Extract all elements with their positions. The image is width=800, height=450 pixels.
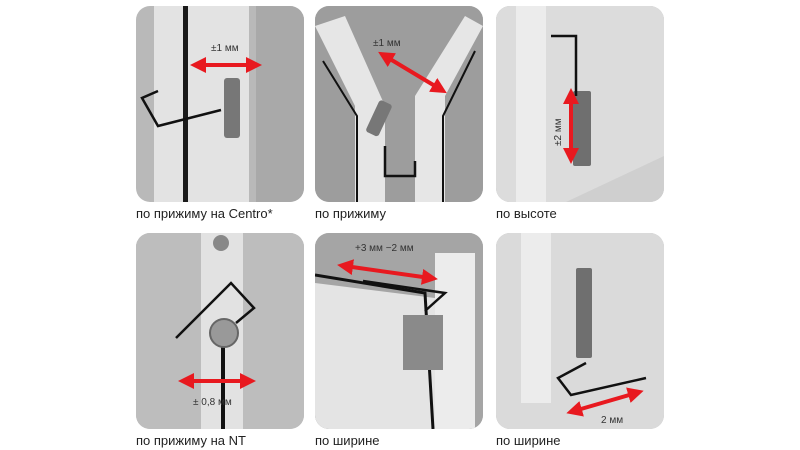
measure-label: ±1 мм	[211, 43, 239, 54]
photo-centro-pressure: ±1 мм	[136, 6, 304, 202]
photo-height: ±2 мм	[496, 6, 664, 202]
caption: по ширине	[496, 433, 561, 448]
caption: по прижиму на Centro*	[136, 206, 273, 221]
caption: по прижиму на NT	[136, 433, 246, 448]
caption: по высоте	[496, 206, 557, 221]
caption: по прижиму	[315, 206, 386, 221]
measure-label: ±2 мм	[553, 118, 564, 146]
measure-label: ± 0,8 мм	[193, 397, 232, 408]
measure-label: +3 мм −2 мм	[355, 243, 414, 254]
caption: по ширине	[315, 433, 380, 448]
measure-label: 2 мм	[601, 415, 623, 426]
photo-nt-pressure: ± 0,8 мм	[136, 233, 304, 429]
photo-pressure: ±1 мм	[315, 6, 483, 202]
photo-width-top: +3 мм −2 мм	[315, 233, 483, 429]
measure-label: ±1 мм	[373, 38, 401, 49]
photo-width-bottom: 2 мм	[496, 233, 664, 429]
